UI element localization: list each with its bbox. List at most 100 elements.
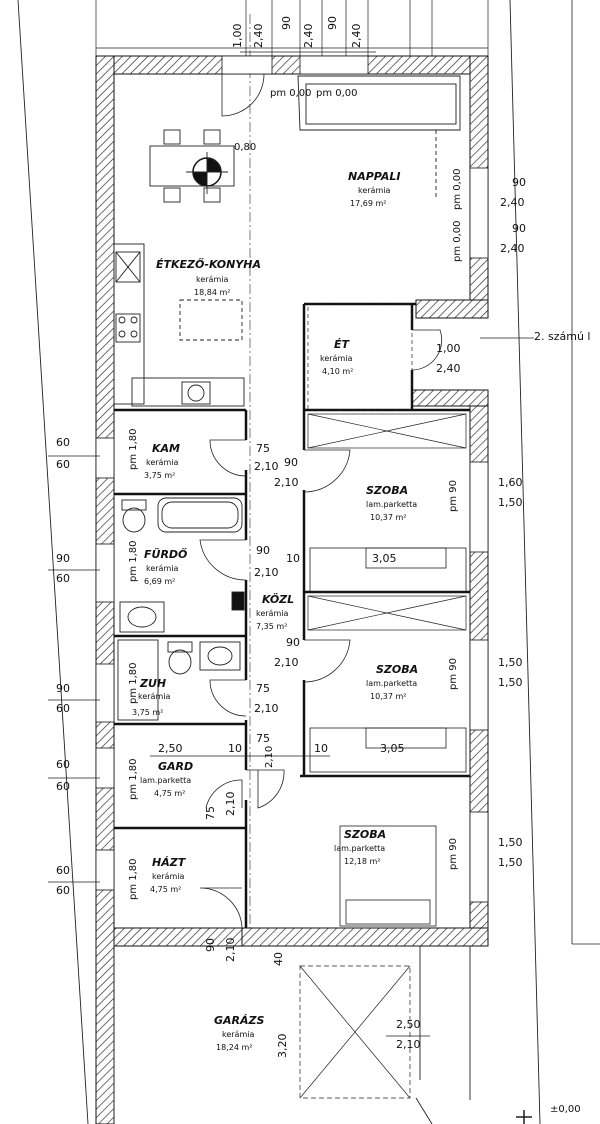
dim-szoba2-pm: pm 90 — [448, 658, 459, 690]
room-material-hazt: kerámia — [152, 872, 184, 881]
dim-nap-pm2: pm 0,00 — [452, 220, 463, 262]
dim-furdo-60: 60 — [56, 572, 70, 585]
dim-szoba3-pm: pm 90 — [448, 838, 459, 870]
room-material-szoba2: lam.parketta — [366, 679, 417, 688]
dim-szoba1-pm: pm 90 — [448, 480, 459, 512]
dim-szoba1-150: 1,50 — [498, 496, 523, 509]
room-material-szoba3: lam.parketta — [334, 844, 385, 853]
dim-szoba2-door-90: 90 — [286, 636, 300, 649]
dim-szoba2-150a: 1,50 — [498, 656, 523, 669]
dim-zuh-door-75: 75 — [256, 682, 270, 695]
room-material-furdo: kerámia — [146, 564, 178, 573]
dim-nap-win2-240: 2,40 — [500, 242, 525, 255]
dim-nap-win2-90: 90 — [512, 222, 526, 235]
room-area-kam: 3,75 m² — [144, 471, 175, 480]
dim-zuh-pm: pm 1,80 — [128, 662, 139, 704]
door-swings — [199, 73, 443, 929]
room-material-zuh: kerámia — [138, 692, 170, 701]
room-name-szoba3: SZOBA — [344, 828, 386, 841]
dim-zuh-90: 90 — [56, 682, 70, 695]
dim-furdo-90: 90 — [56, 552, 70, 565]
room-name-zuh: ZUH — [139, 677, 166, 690]
dim-szoba1-160: 1,60 — [498, 476, 523, 489]
dim-nap-pm1: pm 0,00 — [452, 168, 463, 210]
dim-kam-door-210: 2,10 — [254, 460, 279, 473]
dim-kam-door-75: 75 — [256, 442, 270, 455]
dim-kam-60b: 60 — [56, 458, 70, 471]
dim-pm-a: pm 0,00 — [270, 88, 312, 99]
ref-label: 2. számú l — [534, 330, 590, 343]
dim-hazt-pm: pm 1,80 — [128, 858, 139, 900]
room-material-kozl: kerámia — [256, 609, 288, 618]
dim-nap-win1-90: 90 — [512, 176, 526, 189]
beds — [309, 547, 467, 927]
dim-szoba2-wardrobe: 3,05 — [380, 742, 405, 755]
level-label: ±0,00 — [550, 1104, 581, 1115]
dim-hazt-60b: 60 — [56, 884, 70, 897]
dim-szoba1-wardrobe: 3,05 — [372, 552, 397, 565]
room-area-szoba2: 10,37 m² — [370, 692, 406, 701]
room-name-szoba1: SZOBA — [366, 484, 408, 497]
windows — [95, 55, 489, 903]
dim-szoba3-150b: 1,50 — [498, 856, 523, 869]
dim-szoba1-door-90: 90 — [284, 456, 298, 469]
dim-furdo-door-210: 2,10 — [254, 566, 279, 579]
dim-hazt-door-210: 2,10 — [224, 938, 237, 963]
dim-gard-210: 2,10 — [264, 746, 275, 768]
dim-pm-b: pm 0,00 — [316, 88, 358, 99]
property-line-right — [509, 0, 541, 1124]
dim-top-2-40a: 2,40 — [252, 24, 265, 49]
dim-szoba1-door-210: 2,10 — [274, 476, 299, 489]
dim-gard-10a: 10 — [228, 742, 242, 755]
room-material-kam: kerámia — [146, 458, 178, 467]
dim-furdo-pm: pm 1,80 — [128, 540, 139, 582]
room-name-et: ÉT — [334, 338, 351, 351]
dim-top-1-00: 1,00 — [231, 24, 244, 49]
dim-et-100: 1,00 — [436, 342, 461, 355]
dim-szoba2-150b: 1,50 — [498, 676, 523, 689]
room-name-szoba2: SZOBA — [376, 663, 418, 676]
dimension-labels: 1,00 2,40 90 2,40 90 2,40 pm 0,00 pm 0,0… — [48, 16, 590, 1115]
room-name-kam: KAM — [152, 442, 180, 455]
level-marker — [516, 1110, 532, 1124]
room-material-szoba1: lam.parketta — [366, 500, 417, 509]
dim-zuh-door-210: 2,10 — [254, 702, 279, 715]
room-area-etkezo: 18,84 m² — [194, 288, 230, 297]
dim-gard-60a: 60 — [56, 758, 70, 771]
dim-gard-door-75: 75 — [204, 806, 217, 820]
room-name-etkezo: ÉTKEZŐ-KONYHA — [156, 257, 261, 271]
dim-top-2-40c: 2,40 — [350, 24, 363, 49]
garage-walls — [113, 946, 471, 1124]
room-material-etkezo: kerámia — [196, 275, 228, 284]
room-name-nappali: NAPPALI — [348, 170, 400, 183]
dim-top-2-40b: 2,40 — [302, 24, 315, 49]
dim-table: 0,80 — [234, 142, 256, 153]
dim-gard-75: 75 — [256, 732, 270, 745]
room-area-garazs: 18,24 m² — [216, 1043, 252, 1052]
dim-gard-pm: pm 1,80 — [128, 758, 139, 800]
dim-kam-pm: pm 1,80 — [128, 428, 139, 470]
dim-kozl-10: 10 — [286, 552, 300, 565]
room-area-et: 4,10 m² — [322, 367, 353, 376]
dim-nap-win1-240: 2,40 — [500, 196, 525, 209]
room-material-nappali: kerámia — [358, 186, 390, 195]
exterior-walls — [95, 55, 489, 1124]
room-name-gard: GARD — [158, 760, 193, 773]
dim-gar-320: 3,20 — [276, 1034, 289, 1059]
dim-gard-250: 2,50 — [158, 742, 183, 755]
bathroom-fixtures — [117, 497, 245, 721]
room-area-nappali: 17,69 m² — [350, 199, 386, 208]
room-area-furdo: 6,69 m² — [144, 577, 175, 586]
dim-et-240: 2,40 — [436, 362, 461, 375]
room-name-garazs: GARÁZS — [214, 1014, 265, 1027]
room-area-kozl: 7,35 m² — [256, 622, 287, 631]
dim-gard-door-210: 2,10 — [224, 792, 237, 817]
dim-hazt-60a: 60 — [56, 864, 70, 877]
dim-gar-210: 2,10 — [396, 1038, 421, 1051]
dim-zuh-60: 60 — [56, 702, 70, 715]
room-area-szoba1: 10,37 m² — [370, 513, 406, 522]
room-material-et: kerámia — [320, 354, 352, 363]
dim-gar-250: 2,50 — [396, 1018, 421, 1031]
top-dimension-lines — [95, 0, 489, 68]
